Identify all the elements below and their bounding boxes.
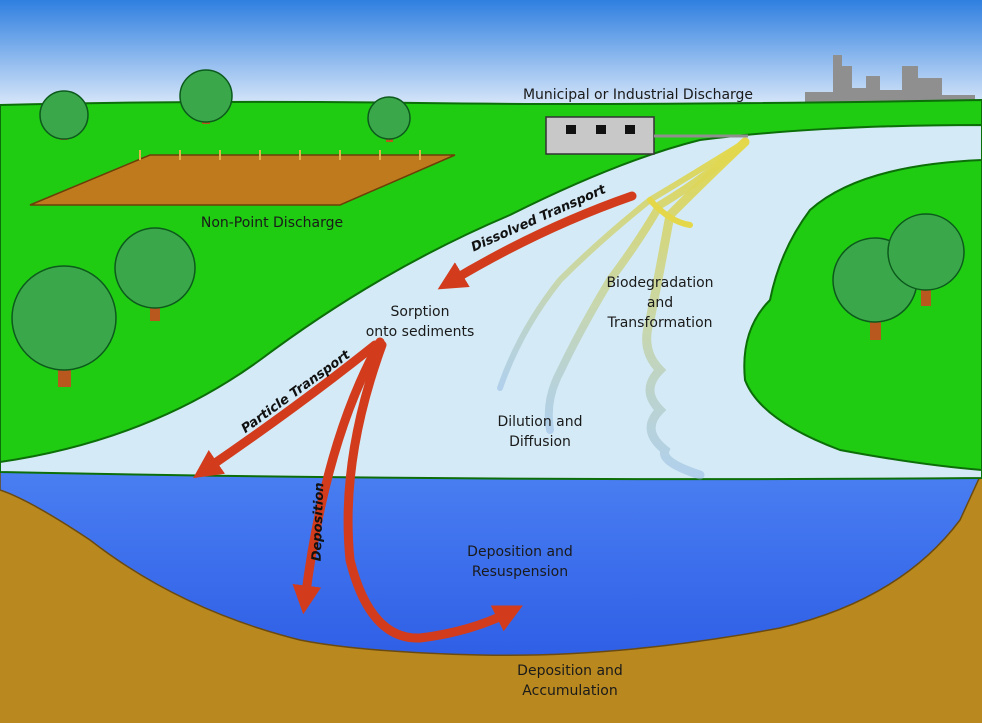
sorption-label-line2: onto sediments xyxy=(366,324,475,340)
tree-icon xyxy=(11,265,117,387)
sorption-label-line1: Sorption xyxy=(391,304,450,320)
discharge-building-icon xyxy=(545,116,748,155)
contaminant-plume xyxy=(497,137,750,480)
dissolved-transport-arrow xyxy=(437,191,637,290)
accumulation-label-line2: Accumulation xyxy=(522,683,617,699)
factory-skyline-icon xyxy=(805,55,975,105)
biodegradation-label-line2: and xyxy=(647,295,673,311)
transport-arrows xyxy=(193,191,637,643)
biodegradation-label-line3: Transformation xyxy=(606,315,712,331)
tree-icon xyxy=(367,96,411,142)
deposition-arrow xyxy=(292,337,385,615)
biodegradation-label-line1: Biodegradation xyxy=(606,275,713,291)
tree-icon xyxy=(179,69,233,124)
tree-icon xyxy=(114,227,196,321)
river-surface xyxy=(0,123,982,481)
particle-transport-arrow xyxy=(193,340,380,479)
dilution-label-line1: Dilution and xyxy=(497,414,582,430)
tree-icon xyxy=(887,213,965,306)
municipal-discharge-label: Municipal or Industrial Discharge xyxy=(523,87,753,103)
accumulation-label-line1: Deposition and xyxy=(517,663,623,679)
tree-icon xyxy=(39,90,89,140)
nonpoint-discharge-label: Non-Point Discharge xyxy=(201,215,343,231)
deposition-label: Deposition xyxy=(310,482,328,561)
dilution-label-line2: Diffusion xyxy=(509,434,571,450)
resuspension-label-line1: Deposition and xyxy=(467,544,573,560)
resuspension-label-line2: Resuspension xyxy=(472,564,568,580)
resuspension-arrow xyxy=(343,340,523,643)
farm-field-icon xyxy=(29,150,456,206)
